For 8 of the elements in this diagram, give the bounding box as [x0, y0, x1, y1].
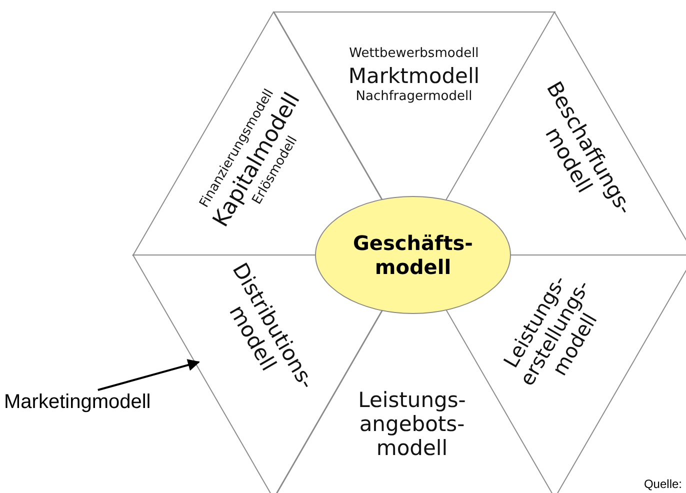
- callout-text: Marketingmodell: [4, 392, 151, 412]
- segment-label: Wettbewerbsmodell: [349, 46, 479, 62]
- source-note: Quelle:: [644, 477, 682, 491]
- center-label: Geschäfts- modell: [352, 231, 474, 279]
- segment-label: Nachfragermodell: [356, 90, 472, 105]
- leader-arrow: [98, 359, 200, 391]
- segment-label: Leistungs- angebots- modell: [357, 388, 467, 460]
- segment-label: Marktmodell: [348, 64, 480, 88]
